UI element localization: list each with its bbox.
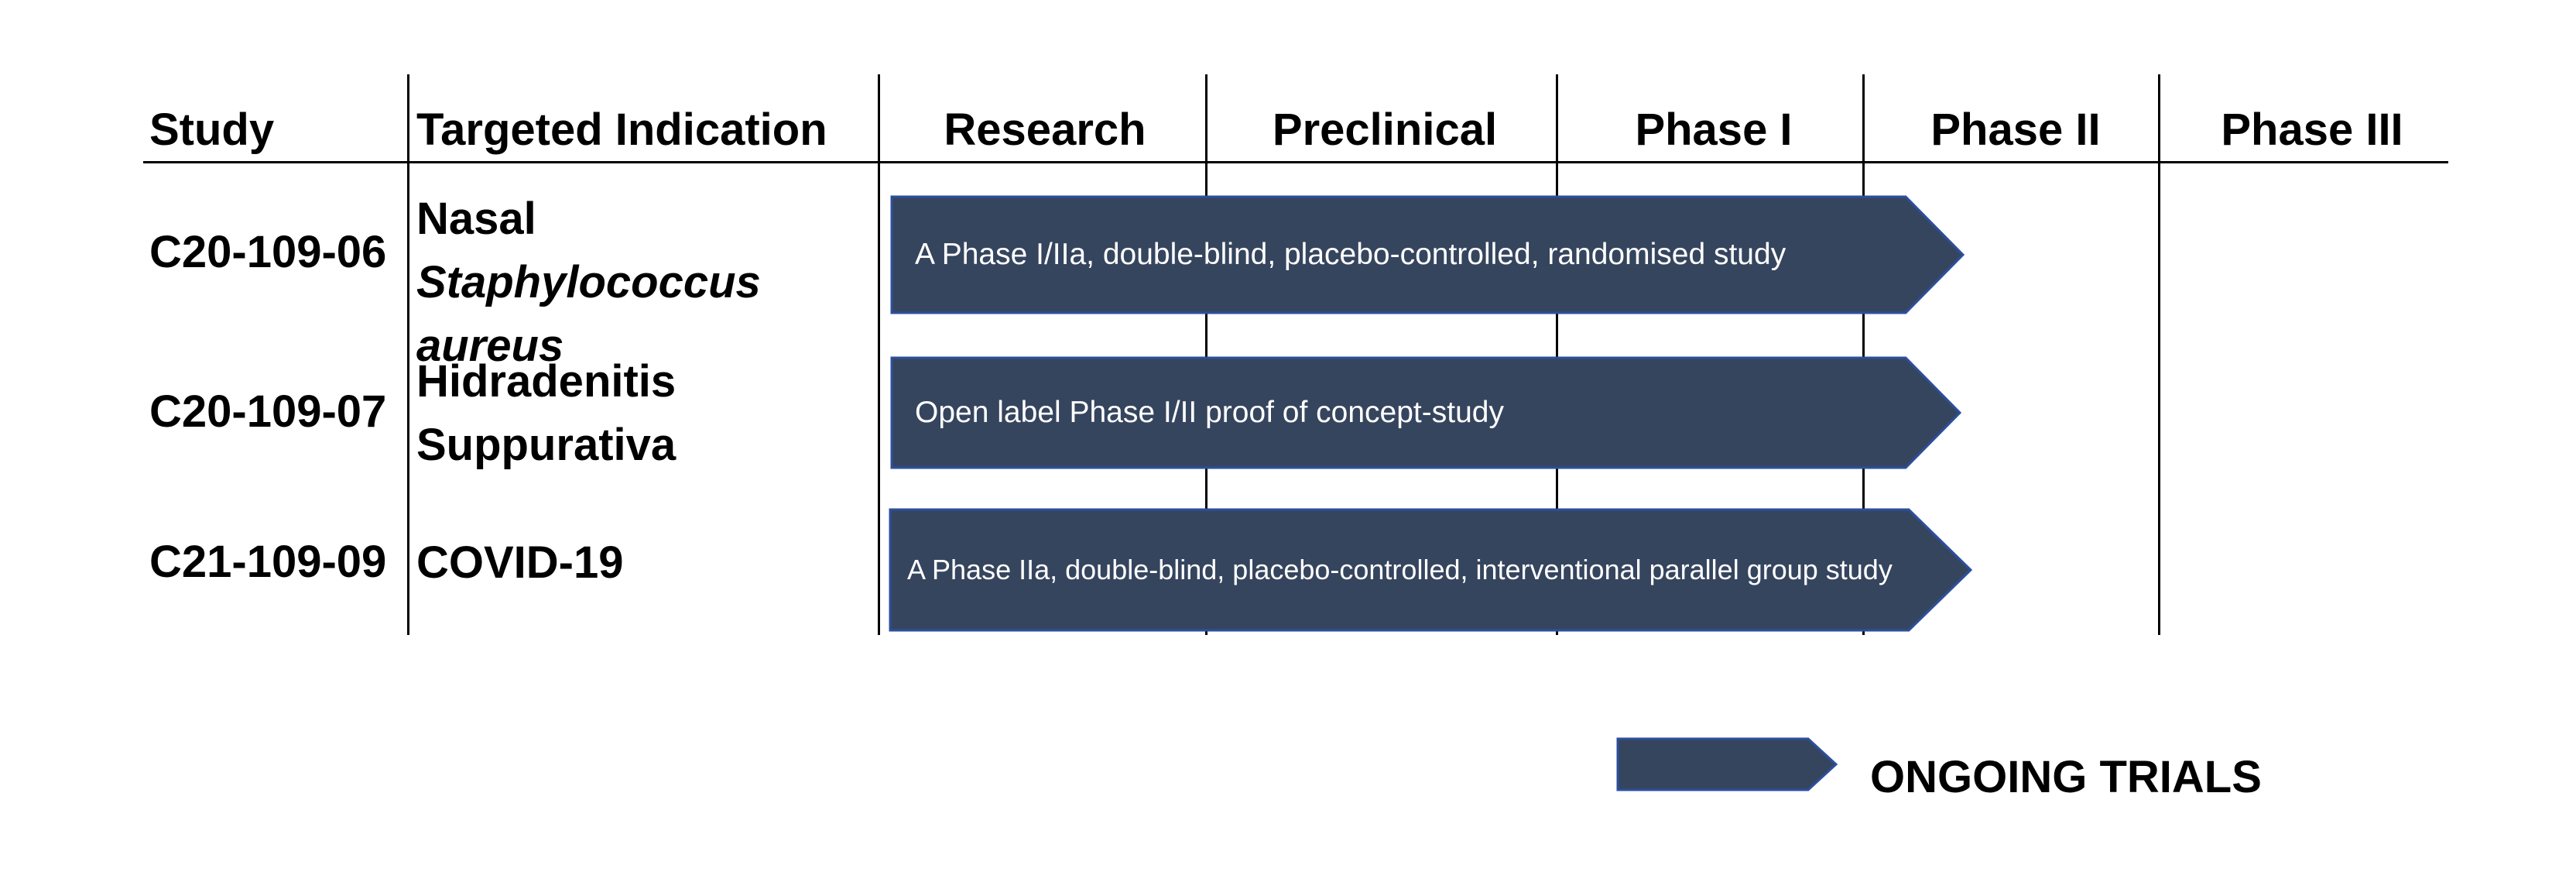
column-divider-phase-1 — [1862, 74, 1865, 635]
column-divider-preclinical — [1556, 74, 1558, 635]
trial-description: A Phase IIa, double-blind, placebo-contr… — [907, 554, 1893, 585]
indication-text: Hidradenitis Suppurativa — [416, 356, 677, 470]
arrow-shape-icon — [890, 195, 1965, 314]
indication-text: COVID-19 — [416, 537, 624, 588]
targeted-indication: Nasal Staphylococcus aureus — [416, 187, 865, 378]
indication-text-italic: Staphylococcus aureus — [416, 257, 761, 371]
arrow-shape-icon — [890, 356, 1962, 469]
legend-label: ONGOING TRIALS — [1870, 752, 2262, 802]
column-divider-study — [407, 74, 409, 635]
header-phase-2: Phase II — [1930, 105, 2101, 155]
column-divider-phase-2 — [2158, 74, 2160, 635]
column-divider-indication — [878, 74, 880, 635]
trial-description: Open label Phase I/II proof of concept-s… — [915, 396, 1504, 429]
header-phase-preclinical: Preclinical — [1272, 105, 1498, 155]
trial-progress-arrow: Open label Phase I/II proof of concept-s… — [890, 356, 1962, 469]
targeted-indication: Hidradenitis Suppurativa — [416, 350, 865, 477]
trial-progress-arrow: A Phase IIa, double-blind, placebo-contr… — [889, 508, 1973, 632]
header-divider — [143, 161, 2448, 163]
trial-description: A Phase I/IIa, double-blind, placebo-con… — [915, 238, 1786, 271]
header-study: Study — [149, 105, 275, 155]
study-id: C20-109-06 — [149, 227, 387, 277]
legend-arrow — [1616, 737, 1838, 791]
header-phase-3: Phase III — [2221, 105, 2403, 155]
arrow-shape-icon — [1616, 737, 1838, 791]
study-id: C20-109-07 — [149, 386, 387, 437]
trial-progress-arrow: A Phase I/IIa, double-blind, placebo-con… — [890, 195, 1965, 314]
header-phase-1: Phase I — [1635, 105, 1793, 155]
targeted-indication: COVID-19 — [416, 531, 865, 595]
indication-text: Nasal — [416, 194, 536, 244]
column-divider-research — [1205, 74, 1208, 635]
arrow-shape-icon — [889, 508, 1973, 632]
header-phase-research: Research — [944, 105, 1146, 155]
study-id: C21-109-09 — [149, 537, 387, 587]
header-indication: Targeted Indication — [416, 105, 827, 155]
